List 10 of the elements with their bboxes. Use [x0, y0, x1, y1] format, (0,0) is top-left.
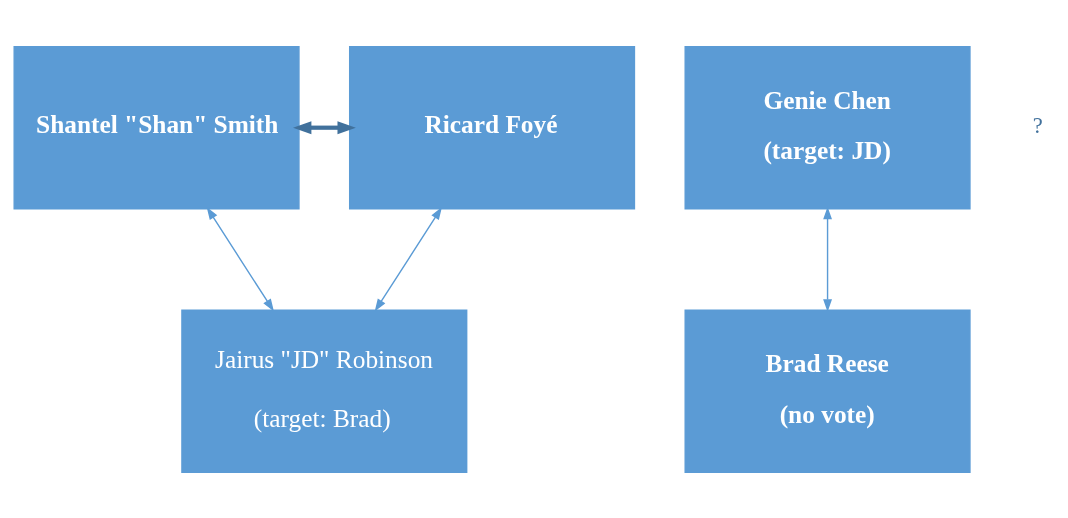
node-box: Brad Reese (no vote) [684, 309, 971, 473]
node-box: Ricard Foyé [348, 45, 636, 209]
node-box: Shantel "Shan" Smith [13, 45, 300, 209]
label: ? [1032, 112, 1043, 138]
arrow [823, 206, 832, 312]
arrow [206, 206, 274, 312]
node-box: Jairus "JD" Robinson (target: Brad) [181, 309, 468, 473]
node-box: Genie Chen (target: JD) [684, 45, 971, 209]
arrow [374, 206, 442, 312]
arrow [293, 120, 356, 134]
